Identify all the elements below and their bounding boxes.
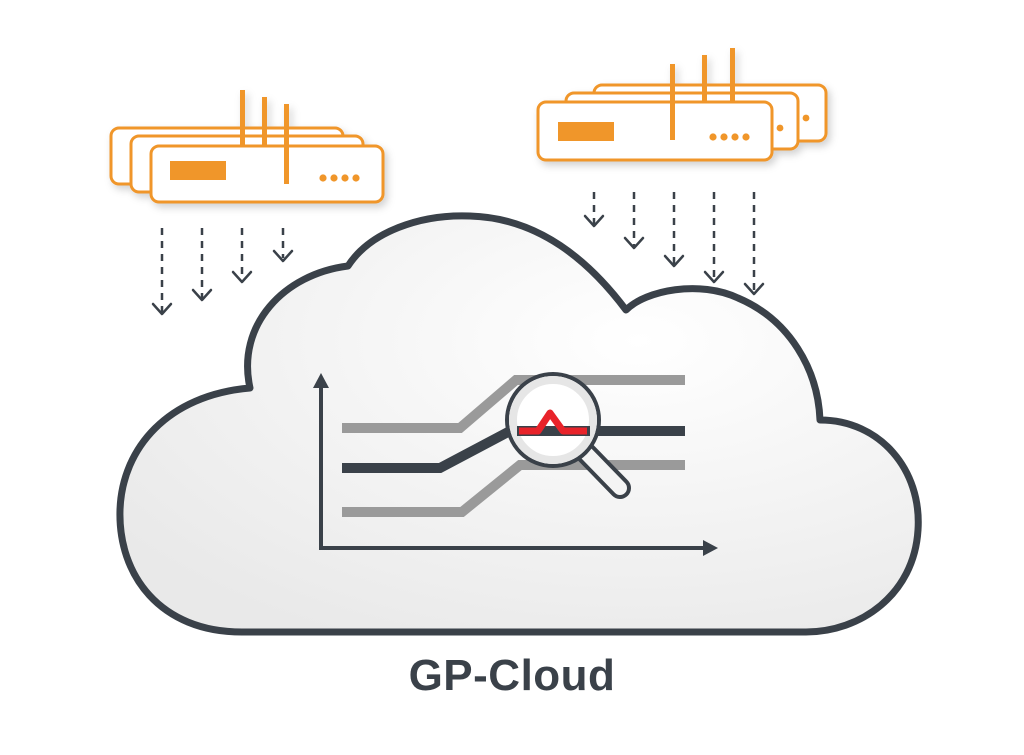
firewall-device-front <box>149 90 385 204</box>
down-arrow-icon <box>191 228 213 302</box>
device-led <box>319 174 327 182</box>
data-flow-arrows-left <box>151 228 294 316</box>
device-led <box>720 133 728 141</box>
magnifier-icon <box>505 372 631 499</box>
device-antenna <box>284 104 289 184</box>
device-led <box>330 174 338 182</box>
device-antenna <box>670 64 675 140</box>
down-arrow-icon <box>272 228 294 263</box>
down-arrow-icon <box>623 192 645 250</box>
device-antenna <box>240 90 245 146</box>
data-flow-arrows-right <box>583 192 765 296</box>
device-display <box>170 161 226 180</box>
down-arrow-icon <box>703 192 725 284</box>
device-antenna <box>730 48 735 102</box>
device-antenna <box>702 55 707 102</box>
down-arrow-icon <box>663 192 685 268</box>
cloud-caption: GP-Cloud <box>408 651 616 700</box>
chart-y-axis <box>313 373 329 548</box>
down-arrow-icon <box>231 228 253 284</box>
down-arrow-icon <box>743 192 765 296</box>
device-display <box>558 122 614 141</box>
magnifier-handle-face <box>578 445 627 495</box>
firewall-device-stack-left <box>109 90 385 204</box>
device-led <box>742 133 750 141</box>
device-led <box>802 114 810 122</box>
device-led <box>352 174 360 182</box>
device-led <box>709 133 717 141</box>
device-antenna <box>262 97 267 146</box>
device-led <box>776 124 784 132</box>
firewall-device-front <box>536 48 774 162</box>
down-arrow-icon <box>583 192 605 228</box>
chart-x-axis <box>319 540 718 556</box>
firewall-device-stack-right <box>536 48 828 162</box>
device-led <box>341 174 349 182</box>
down-arrow-icon <box>151 228 173 316</box>
device-led <box>731 133 739 141</box>
anomaly-spike <box>519 409 587 435</box>
trend-line-upper <box>342 375 685 433</box>
